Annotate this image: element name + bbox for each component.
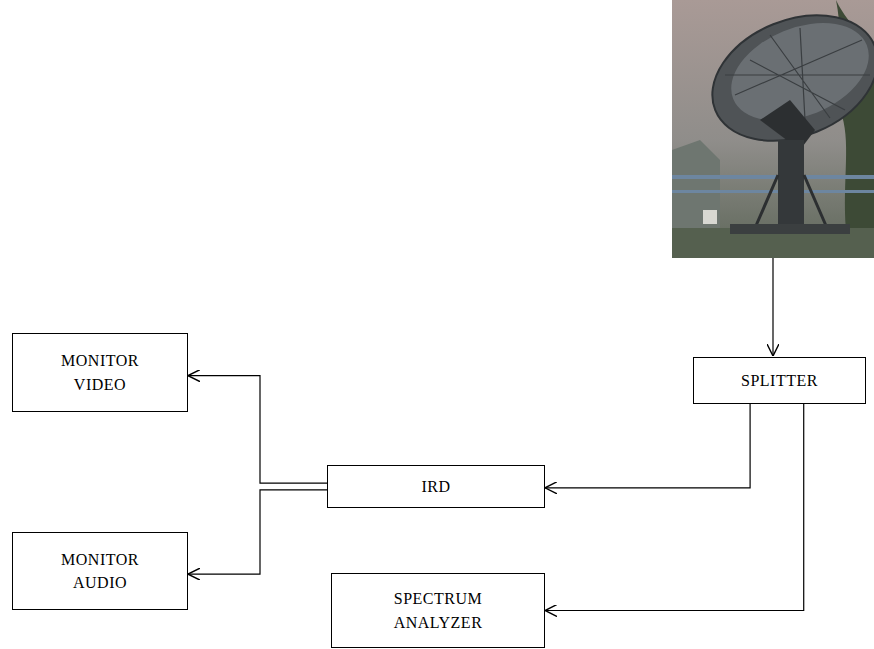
box-label: MONITOR AUDIO xyxy=(61,548,139,594)
process-box: SPLITTER xyxy=(693,357,866,404)
dish-ribs xyxy=(725,28,870,120)
equipment-box xyxy=(703,210,717,224)
feed-arrow xyxy=(772,258,773,356)
fence xyxy=(672,175,874,179)
box-label: IRD xyxy=(421,475,450,498)
box-label: SPLITTER xyxy=(741,369,818,392)
signal-arrow xyxy=(188,490,327,574)
signal-arrow xyxy=(545,404,750,488)
dish-pedestal xyxy=(778,140,804,228)
box-label: SPECTRUM ANALYZER xyxy=(394,587,483,633)
process-box: IRD xyxy=(327,465,545,508)
building xyxy=(672,140,720,230)
fence xyxy=(672,190,874,193)
dish-base xyxy=(730,224,850,234)
signal-arrow xyxy=(188,376,327,483)
dish-photo xyxy=(672,0,874,258)
signal-arrow xyxy=(545,404,804,611)
dish-struts xyxy=(755,175,827,228)
process-box: MONITOR VIDEO xyxy=(12,333,188,412)
process-box: MONITOR AUDIO xyxy=(12,532,188,610)
box-label: MONITOR VIDEO xyxy=(61,349,139,395)
process-box: SPECTRUM ANALYZER xyxy=(331,573,545,648)
dish-reflector xyxy=(694,0,874,164)
